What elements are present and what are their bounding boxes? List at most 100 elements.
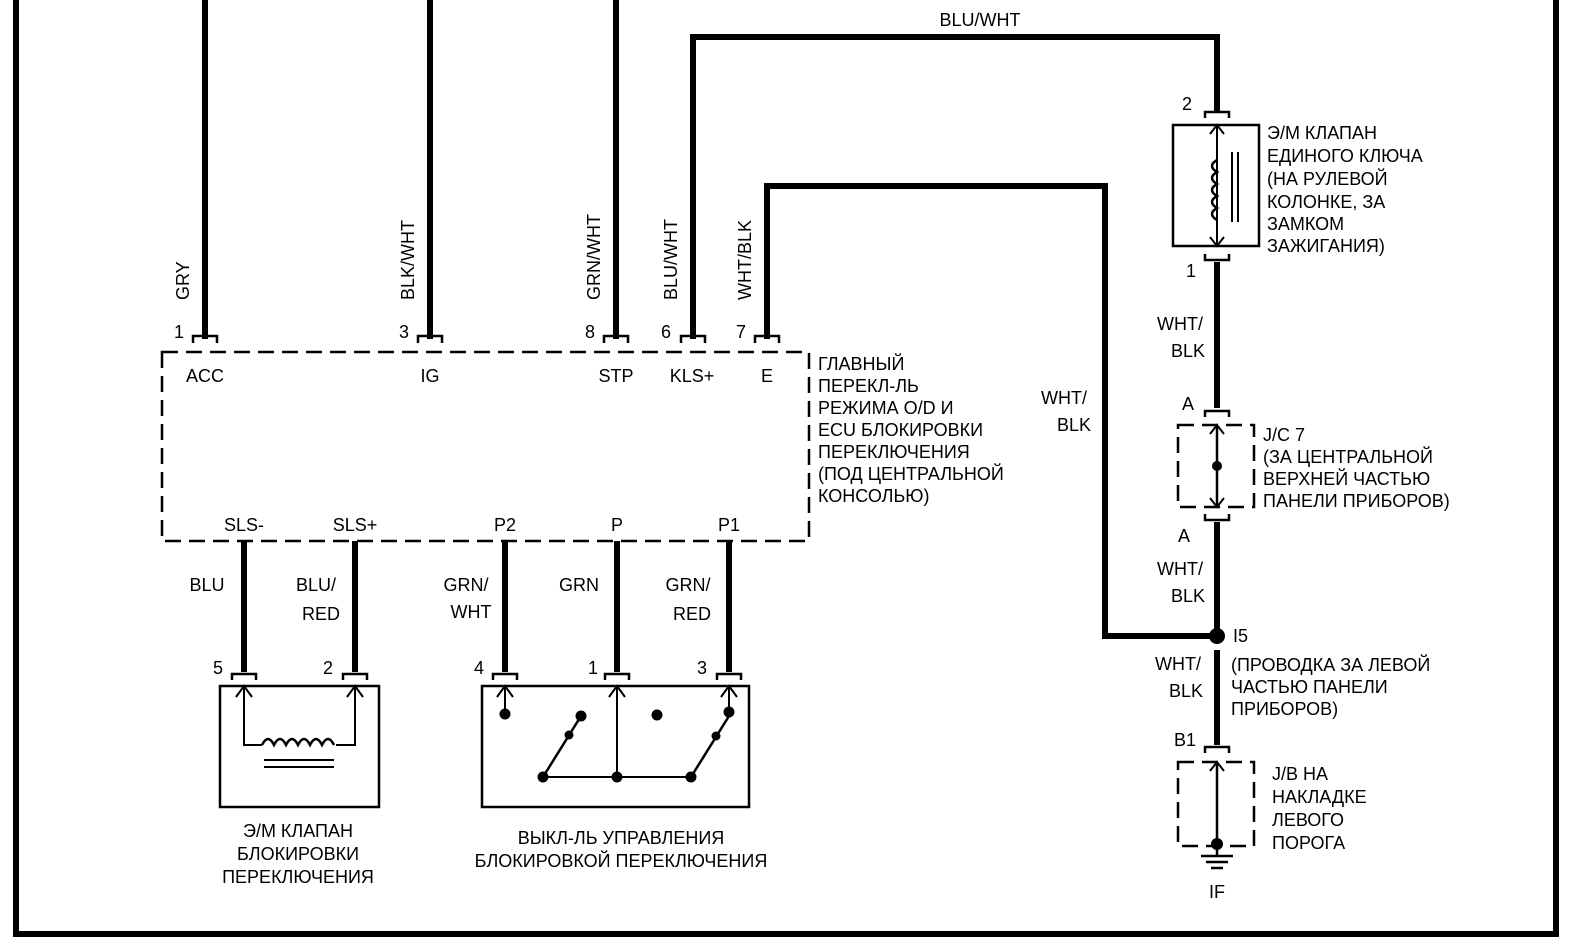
pin-solenoid-bottom: 1	[1186, 261, 1196, 281]
label-gry: GRY	[173, 261, 193, 300]
ecu-desc-line: ECU БЛОКИРОВКИ	[818, 420, 983, 440]
terminal-kls: KLS+	[670, 366, 715, 386]
jc7-desc-line: J/C 7	[1263, 425, 1305, 445]
shift-lock-solenoid-description: Э/М КЛАПАН БЛОКИРОВКИ ПЕРЕКЛЮЧЕНИЯ	[222, 821, 374, 887]
terminal-p1: P1	[718, 515, 740, 535]
wire-blu-wht	[690, 34, 1220, 339]
jb-desc-line: ЛЕВОГО	[1272, 810, 1344, 830]
label-wht-blk-mid-2: BLK	[1057, 415, 1091, 435]
label-wht-blk-mid-1: WHT/	[1041, 388, 1087, 408]
splice-desc-line: ПРИБОРОВ)	[1231, 699, 1338, 719]
splice-id: I5	[1233, 626, 1248, 646]
ecu-desc-line: ПЕРЕКЛЮЧЕНИЯ	[818, 442, 970, 462]
splice-desc-line: ЧАСТЬЮ ПАНЕЛИ	[1231, 677, 1388, 697]
label-grn-wht: GRN/WHT	[584, 214, 604, 300]
pin-switch-right: 3	[697, 658, 707, 678]
key-solenoid-desc-line: (НА РУЛЕВОЙ	[1267, 168, 1388, 189]
label-wht-blk-right1-2: BLK	[1171, 341, 1205, 361]
pin-jc-top: A	[1182, 394, 1194, 414]
label-grn-wht-b-1: GRN/	[444, 575, 489, 595]
pin-acc: 1	[174, 322, 184, 342]
label-blu-red-2: RED	[302, 604, 340, 624]
splice-point	[1209, 628, 1225, 644]
pin-jc-bottom: A	[1178, 526, 1190, 546]
lock-switch-desc-line: ВЫКЛ-ЛЬ УПРАВЛЕНИЯ	[518, 828, 725, 848]
label-blu-wht-top: BLU/WHT	[940, 10, 1021, 30]
pin-jb: B1	[1174, 730, 1196, 750]
bottom-connectors	[230, 672, 743, 680]
label-grn-wht-b-2: WHT	[451, 602, 492, 622]
ecu-desc-line: ГЛАВНЫЙ	[818, 353, 904, 374]
lock-solenoid-desc-line: Э/М КЛАПАН	[243, 821, 353, 841]
terminal-stp: STP	[598, 366, 633, 386]
wire-wht-blk	[764, 183, 1220, 639]
jb-desc-line: НАКЛАДКЕ	[1272, 787, 1367, 807]
pin-lock-sol-left: 5	[213, 658, 223, 678]
key-solenoid-desc-line: Э/М КЛАПАН	[1267, 123, 1377, 143]
key-solenoid-description: Э/М КЛАПАН ЕДИНОГО КЛЮЧА (НА РУЛЕВОЙ КОЛ…	[1267, 123, 1423, 256]
terminal-p: P	[611, 515, 623, 535]
vertical-wire-labels: GRY BLK/WHT GRN/WHT BLU/WHT WHT/BLK	[173, 214, 755, 300]
ecu-top-connectors	[191, 334, 781, 343]
jc7-description: J/C 7 (ЗА ЦЕНТРАЛЬНОЙ ВЕРХНЕЙ ЧАСТЬЮ ПАН…	[1263, 425, 1450, 511]
label-wht-blk-right1-1: WHT/	[1157, 314, 1203, 334]
junction-block: B1	[1174, 730, 1256, 870]
jc7-desc-line: (ЗА ЦЕНТРАЛЬНОЙ	[1263, 446, 1433, 467]
key-solenoid-desc-line: ЗАМКОМ	[1267, 214, 1344, 234]
jc7-desc-line: ВЕРХНЕЙ ЧАСТЬЮ	[1263, 468, 1430, 489]
pin-lock-sol-right: 2	[323, 658, 333, 678]
label-blu: BLU	[189, 575, 224, 595]
splice-description: (ПРОВОДКА ЗА ЛЕВОЙ ЧАСТЬЮ ПАНЕЛИ ПРИБОРО…	[1231, 654, 1430, 719]
shift-lock-solenoid	[218, 684, 381, 809]
splice-desc-line: (ПРОВОДКА ЗА ЛЕВОЙ	[1231, 654, 1430, 675]
key-solenoid-desc-line: ЗАЖИГАНИЯ)	[1267, 236, 1385, 256]
terminal-p2: P2	[494, 515, 516, 535]
shift-lock-switch-description: ВЫКЛ-ЛЬ УПРАВЛЕНИЯ БЛОКИРОВКОЙ ПЕРЕКЛЮЧЕ…	[475, 828, 768, 871]
shift-lock-switch	[480, 684, 751, 809]
ecu-description: ГЛАВНЫЙ ПЕРЕКЛ-ЛЬ РЕЖИМА O/D И ECU БЛОКИ…	[818, 353, 1004, 506]
ecu-desc-line: РЕЖИМА O/D И	[818, 398, 954, 418]
junction-connector-jc7: A A	[1176, 394, 1256, 546]
ecu-desc-line: КОНСОЛЬЮ)	[818, 486, 930, 506]
lock-solenoid-desc-line: БЛОКИРОВКИ	[237, 844, 359, 864]
terminal-sls-plus: SLS+	[333, 515, 378, 535]
label-wht-blk-right2-1: WHT/	[1157, 559, 1203, 579]
terminal-sls-minus: SLS-	[224, 515, 264, 535]
top-wires	[202, 0, 1220, 639]
terminal-acc: ACC	[186, 366, 224, 386]
key-solenoid-desc-line: ЕДИНОГО КЛЮЧА	[1267, 146, 1423, 166]
lock-solenoid-desc-line: ПЕРЕКЛЮЧЕНИЯ	[222, 867, 374, 887]
pin-stp: 8	[585, 322, 595, 342]
lock-switch-desc-line: БЛОКИРОВКОЙ ПЕРЕКЛЮЧЕНИЯ	[475, 850, 768, 871]
jb-desc-line: ПОРОГА	[1272, 833, 1345, 853]
label-wht-blk: WHT/BLK	[735, 220, 755, 300]
pin-switch-left: 4	[474, 658, 484, 678]
jb-description: J/B НА НАКЛАДКЕ ЛЕВОГО ПОРОГА	[1272, 764, 1367, 853]
label-grn-red-1: GRN/	[666, 575, 711, 595]
pin-kls: 6	[661, 322, 671, 342]
key-solenoid-desc-line: КОЛОНКЕ, ЗА	[1267, 192, 1385, 212]
jc7-desc-line: ПАНЕЛИ ПРИБОРОВ)	[1263, 491, 1450, 511]
label-wht-blk-right3-2: BLK	[1169, 681, 1203, 701]
bottom-wire-labels: BLU BLU/ RED GRN/ WHT GRN GRN/ RED	[189, 575, 711, 624]
ecu-desc-line: ПЕРЕКЛ-ЛЬ	[818, 376, 919, 396]
ecu-desc-line: (ПОД ЦЕНТРАЛЬНОЙ	[818, 463, 1004, 484]
pin-solenoid-top: 2	[1182, 94, 1192, 114]
ecu-terminals: ACC IG STP KLS+ E SLS- SLS+ P2 P P1	[186, 366, 773, 535]
key-solenoid: 2 1	[1171, 94, 1261, 281]
ground-id: IF	[1209, 882, 1225, 902]
pin-switch-mid: 1	[588, 658, 598, 678]
terminal-ig: IG	[420, 366, 439, 386]
jb-desc-line: J/B НА	[1272, 764, 1328, 784]
pin-e: 7	[736, 322, 746, 342]
bottom-wires	[241, 541, 732, 672]
label-blu-wht: BLU/WHT	[661, 219, 681, 300]
terminal-e: E	[761, 366, 773, 386]
label-grn-red-2: RED	[673, 604, 711, 624]
ecu-top-pins: 1 3 8 6 7	[174, 322, 746, 342]
bottom-pins: 5 2 4 1 3	[213, 658, 707, 678]
pin-ig: 3	[399, 322, 409, 342]
label-grn: GRN	[559, 575, 599, 595]
label-wht-blk-right2-2: BLK	[1171, 586, 1205, 606]
